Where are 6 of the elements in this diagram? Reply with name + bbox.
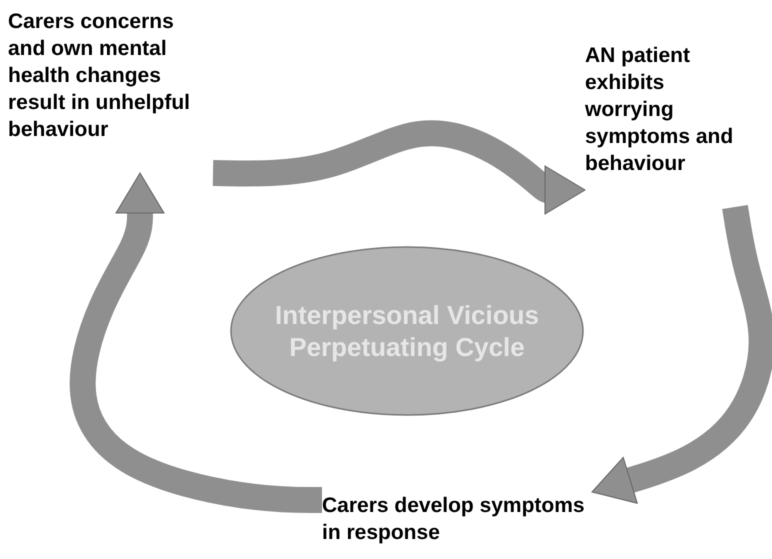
stage-text: AN patient exhibits worrying symptoms and behaviour <box>585 43 734 177</box>
curved-arrow <box>70 172 323 513</box>
stage-text: Carers concerns and own mental health changes result in unhelpful behaviour <box>8 9 191 143</box>
curved-arrow <box>212 120 586 214</box>
stage-text: Carers develop symptoms in response <box>322 493 586 546</box>
curved-arrow <box>592 204 772 504</box>
